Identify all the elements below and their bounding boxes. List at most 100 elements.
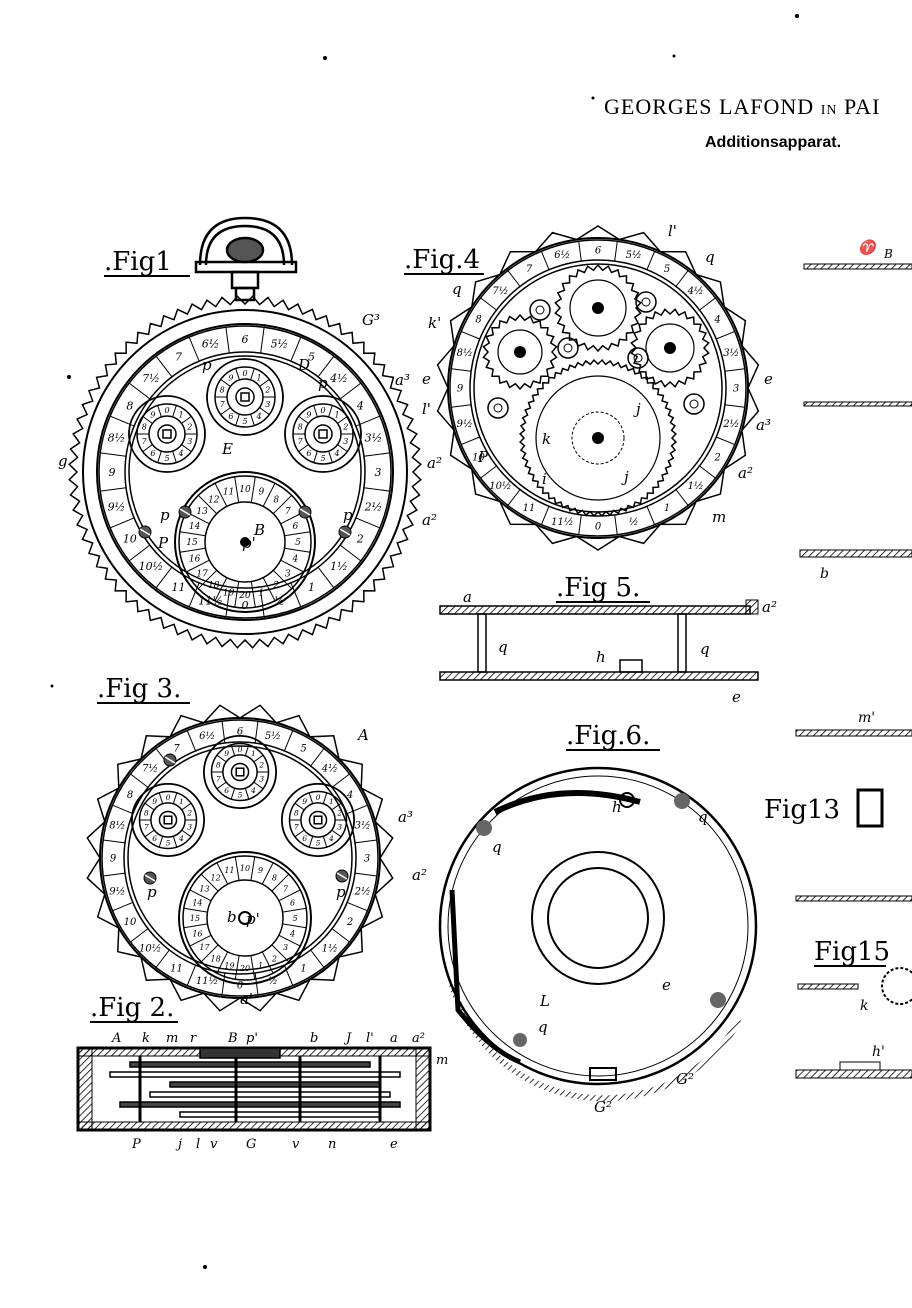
- fig3-dial-left-num-2: 2: [186, 809, 192, 818]
- fig4-outer-scale-11: ½: [629, 517, 639, 528]
- figure-2-label: .Fig 2.: [90, 993, 174, 1023]
- fig3-center-scale-18: 12: [211, 873, 221, 882]
- label-D: D: [297, 356, 310, 374]
- fig1-dial-left-num-1: 1: [179, 410, 184, 419]
- fig2-top-label-0: A: [111, 1031, 121, 1046]
- fig3-dial-top-num-8: 8: [216, 761, 221, 770]
- fig1-dial-left-num-4: 4: [178, 449, 184, 458]
- fig4-outer-scale-14: 11: [523, 503, 536, 514]
- label-a3: a³: [395, 371, 410, 389]
- label-G2-fig6-b: G²: [594, 1098, 612, 1116]
- fig1-dial-left-num-9: 9: [150, 410, 155, 419]
- fig2-top-label-3: r: [190, 1031, 197, 1046]
- fig3-outer-scale-2: 5: [300, 744, 306, 755]
- fig2-plate-5: [119, 1101, 401, 1108]
- fig1-center-scale-17: 13: [196, 507, 208, 517]
- fig4-outer-scale-12: 0: [595, 522, 602, 533]
- fig2-top-label-6: b: [310, 1031, 318, 1046]
- fig3-center-scale-12: 18: [211, 954, 221, 963]
- fig4-outer-scale-8: 2: [713, 453, 720, 464]
- fig3-dial-left-num-3: 3: [187, 823, 192, 832]
- fig1-outer-scale-10: 1: [308, 581, 315, 594]
- fig1-outer-scale-7: 2½: [364, 500, 383, 513]
- label-p-3: p: [160, 506, 170, 524]
- fig4-outer-scale-9: 1½: [688, 481, 704, 492]
- fig3-center-scale-5: 5: [292, 914, 297, 923]
- fig4-outer-scale-4: 4: [713, 315, 720, 326]
- fig2-bottom-label-2: l: [196, 1137, 200, 1152]
- figure-4-label: .Fig.4: [404, 245, 480, 275]
- fig3-outer-scale-18: 9: [110, 854, 117, 865]
- fig4-outer-scale-3: 4½: [687, 286, 704, 297]
- fig1-center-scale-6: 4: [292, 555, 299, 565]
- fig3-center-scale-7: 3: [283, 943, 288, 952]
- fig2-plate-4: [149, 1091, 391, 1098]
- fig1-dial-right-num-5: 5: [320, 454, 325, 463]
- fig1-center-scale-4: 6: [293, 522, 299, 532]
- label-a2-fig5: a²: [762, 598, 777, 616]
- fig4-outer-scale-0: 6: [595, 246, 602, 257]
- fig4-outer-scale-19: 8½: [457, 348, 473, 359]
- fig4-gear-2: [482, 313, 558, 391]
- fig1-outer-scale-1: 5½: [271, 337, 289, 350]
- fig2-plate-6: [179, 1111, 381, 1118]
- fig3-dial-right-num-8: 8: [294, 809, 299, 818]
- fig1-dial-right-num-6: 6: [306, 449, 311, 458]
- label-B-strip: B: [883, 247, 893, 261]
- label-A: A: [356, 726, 369, 744]
- label-e-fig5: e: [732, 688, 741, 706]
- fig2-bottom-label-1: j: [175, 1137, 182, 1152]
- fig1-center-scale-5: 5: [295, 538, 301, 548]
- fig4-outer-scale-16: 10: [472, 453, 485, 464]
- label-k1: k': [428, 314, 441, 332]
- fig2-plate-1: [129, 1061, 371, 1068]
- fig3-dial-right-num-1: 1: [329, 797, 334, 806]
- fig1-outer-scale-15: 10½: [139, 560, 164, 573]
- fig1-outer-scale-20: 8: [126, 399, 133, 412]
- fig4-outer-scale-21: 7½: [492, 286, 508, 297]
- fig3-center-scale-17: 13: [199, 884, 209, 893]
- fig3-center-scale-6: 4: [289, 929, 295, 938]
- fig3-outer-scale-16: 10: [124, 917, 137, 928]
- fig1-center-scale-18: 12: [208, 495, 220, 505]
- fig2-top-label-1: k: [142, 1031, 150, 1046]
- fig4-outer-scale-10: 1: [664, 503, 670, 514]
- fig3-outer-scale-17: 9½: [109, 886, 125, 897]
- fig3-dial-left-num-8: 8: [144, 809, 149, 818]
- label-p-fig3-2: p: [336, 883, 346, 901]
- fig3-outer-scale-12: 0: [237, 981, 244, 992]
- fig1-dial-right-num-9: 9: [306, 410, 311, 419]
- fig1-outer-scale-16: 10: [123, 532, 137, 545]
- fig3-center-scale-0: 10: [240, 864, 250, 873]
- fig3-outer-scale-23: 6½: [199, 731, 215, 742]
- fig1-outer-scale-3: 4½: [329, 372, 348, 385]
- fig3-center-scale-3: 7: [283, 884, 289, 893]
- fig3-dial-top-num-4: 4: [250, 786, 256, 795]
- label-q-fig5-b: q: [700, 640, 710, 658]
- fig3-center-scale-14: 16: [192, 929, 202, 938]
- label-a2-fig4: a²: [738, 464, 753, 482]
- fig2-bottom-label-0: P: [131, 1137, 141, 1152]
- fig4-pinion-4: [683, 393, 705, 415]
- fig1-dial-right-num-2: 2: [342, 422, 348, 431]
- fig3-dial-right-num-6: 6: [302, 834, 307, 843]
- fig1-center-scale-2: 8: [273, 495, 279, 505]
- fig2-bottom-label-4: G: [246, 1137, 256, 1152]
- fig3-dial-top-num-2: 2: [258, 761, 264, 770]
- fig4-outer-scale-20: 8: [475, 315, 481, 326]
- label-a2-fig3: a²: [412, 866, 427, 884]
- label-i-fig4: i: [542, 470, 547, 488]
- fig3-dial-right-num-3: 3: [337, 823, 342, 832]
- fig1-toothed-rim: [68, 295, 422, 649]
- fig3-dial-right-num-5: 5: [316, 839, 321, 848]
- fig1-center-scale-9: 1: [259, 589, 265, 599]
- fig1-dial-top-num-7: 7: [220, 400, 226, 409]
- label-q-fig6-b: q: [492, 838, 502, 856]
- fig2-bottom-label-6: n: [328, 1137, 336, 1152]
- label-P-fig4: P: [477, 448, 489, 466]
- fig4-pinion-6: [627, 347, 649, 369]
